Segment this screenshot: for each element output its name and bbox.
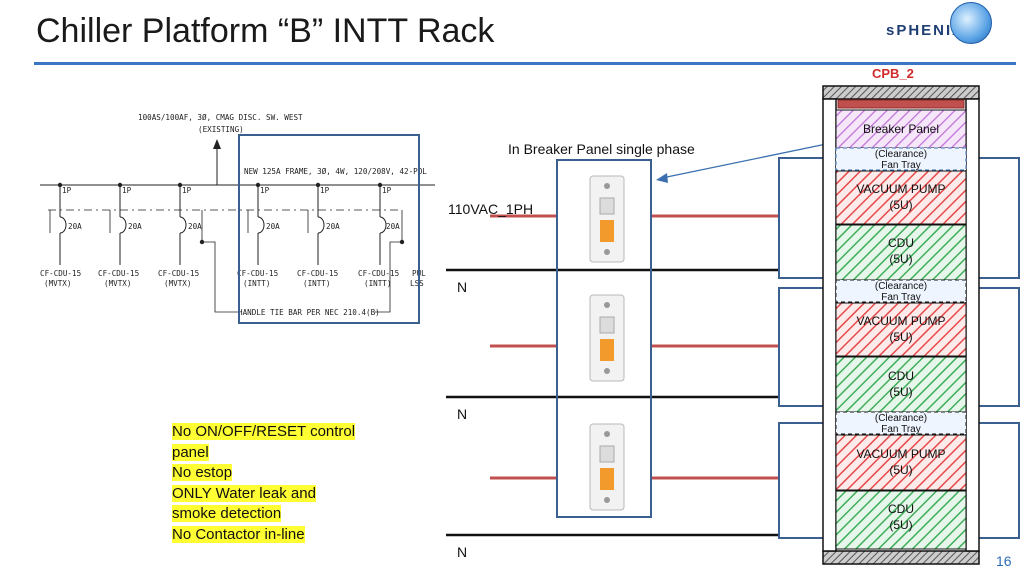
title-divider [34,62,1016,65]
electrical-schematic: 100AS/100AF, 3Ø, CMAG DISC. SW. WEST (EX… [40,113,435,324]
sphenix-logo-text: sPHENIX [886,22,965,39]
breaker-2-pole: 1P [122,186,132,195]
vacuum-pump-label-2: VACUUM PUMP [856,314,945,328]
intt-breakers-highlight [238,134,420,324]
breaker-6-load: CF-CDU-15 [358,269,399,278]
breaker-2-rating: 20A [128,222,142,231]
new-frame-label: NEW 125A FRAME, 3Ø, 4W, 120/208V, 42-POL [244,167,427,176]
vacuum-pump-size-2: (5U) [889,330,912,344]
vacuum-pump-label-1: VACUUM PUMP [856,182,945,196]
breaker-3-group: (MVTX) [164,279,191,288]
breaker-4-rating: 20A [266,222,280,231]
breaker-2-group: (MVTX) [104,279,131,288]
breaker-device-1 [589,175,625,263]
vacuum-pump-label-3: VACUUM PUMP [856,447,945,461]
cdu-label-3: CDU [888,502,914,516]
breaker-3-load: CF-CDU-15 [158,269,199,278]
rack-elevation: Breaker Panel (Clearance) Fan Tray VACUU… [822,85,980,565]
main-disconnect-label: 100AS/100AF, 3Ø, CMAG DISC. SW. WEST [138,113,303,122]
note-line: No Contactor in-line [172,525,305,543]
cdu-size-1: (5U) [889,252,912,266]
breaker-4-load: CF-CDU-15 [237,269,278,278]
breaker-6-rating: 20A [386,222,400,231]
breaker-5: 1P 20A CF-CDU-15 (INTT) [297,182,340,288]
note-line: No estop [172,464,233,482]
note-line: smoke detection [172,505,282,523]
breaker-3: 1P 20A CF-CDU-15 (MVTX) [158,182,205,288]
note-line: panel [172,443,209,461]
breaker-1-rating: 20A [68,222,82,231]
neutral-label-2: N [457,406,468,422]
fan-tray-label-2: Fan Tray [881,292,920,303]
clearance-label-2: (Clearance) [875,281,927,292]
breaker-device-2 [589,294,625,382]
breaker-4-group: (INTT) [243,279,270,288]
note-line: ONLY Water leak and [172,484,316,502]
breaker-4: 1P 20A CF-CDU-15 (INTT) [237,182,280,288]
breaker-1-group: (MVTX) [44,279,71,288]
breaker-2-load: CF-CDU-15 [98,269,139,278]
note-line: No ON/OFF/RESET control [172,423,356,440]
breaker-2: 1P 20A CF-CDU-15 (MVTX) [98,182,142,288]
breaker-1: 1P 20A CF-CDU-15 (MVTX) [40,182,82,288]
vacuum-pump-size-3: (5U) [889,463,912,477]
fan-tray-label-3: Fan Tray [881,424,920,435]
breaker-3-rating: 20A [188,222,202,231]
clearance-label-1: (Clearance) [875,149,927,160]
fan-tray-label-1: Fan Tray [881,160,920,171]
breaker-6-pole: 1P [382,186,392,195]
cdu-size-2: (5U) [889,385,912,399]
breaker-5-rating: 20A [326,222,340,231]
cdu-label-2: CDU [888,369,914,383]
breaker-1-load: CF-CDU-15 [40,269,81,278]
extra-load-label-2: LSS [410,279,424,288]
breaker-5-pole: 1P [320,186,330,195]
breaker-6-group: (INTT) [364,279,391,288]
breaker-device-3 [589,423,625,511]
sphenix-logo-icon [950,2,992,44]
breaker-5-group: (INTT) [303,279,330,288]
vacuum-pump-size-1: (5U) [889,198,912,212]
page-title: Chiller Platform “B” INTT Rack [36,12,495,50]
breaker-5-load: CF-CDU-15 [297,269,338,278]
breaker-3-pole: 1P [182,186,192,195]
cdu-label-1: CDU [888,236,914,250]
breaker-6: 1P 20A CF-CDU-15 (INTT) [358,182,405,288]
breaker-panel-label: Breaker Panel [863,122,939,136]
notes-block: No ON/OFF/RESET control panel No estop O… [172,422,356,546]
cdu-size-3: (5U) [889,518,912,532]
page-number: 16 [996,553,1012,569]
breaker-column-outline [556,159,652,518]
neutral-label-1: N [457,279,468,295]
tie-bar-note: HANDLE TIE BAR PER NEC 210.4(B) [238,308,380,317]
rack-label: CPB_2 [872,66,914,81]
breaker-panel-annotation: In Breaker Panel single phase [508,141,695,157]
supply-voltage-label: 110VAC_1PH [448,201,534,217]
neutral-label-3: N [457,544,468,560]
breaker-1-pole: 1P [62,186,72,195]
main-disconnect-existing-label: (EXISTING) [198,125,244,134]
clearance-label-3: (Clearance) [875,413,927,424]
breaker-4-pole: 1P [260,186,270,195]
